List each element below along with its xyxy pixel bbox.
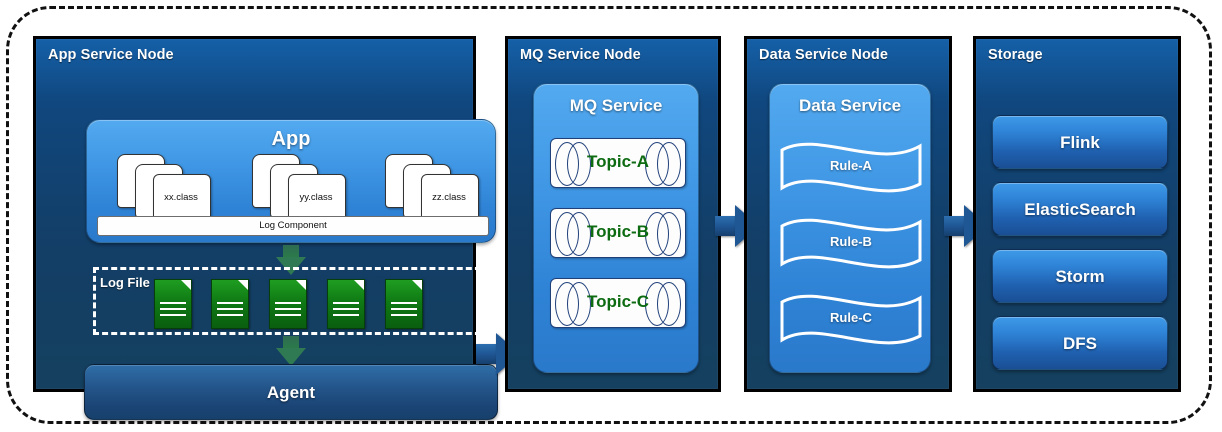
log-file-icon[interactable]: [154, 279, 192, 329]
wave-shape-icon: [780, 142, 922, 193]
app-box-title: App: [271, 128, 311, 150]
rule-wave-c[interactable]: Rule-C: [778, 288, 924, 350]
data-box-title: Data Service: [798, 96, 902, 115]
data-service-node-title: Data Service Node: [759, 47, 889, 63]
class-stack-xx: xx.class: [117, 154, 227, 232]
storage-item-flink[interactable]: Flink: [992, 115, 1168, 169]
storage-item-storm[interactable]: Storm: [992, 249, 1168, 303]
app-service-node-title: App Service Node: [48, 47, 174, 63]
rule-wave-b[interactable]: Rule-B: [778, 212, 924, 274]
app-service-node[interactable]: App Service Node App xx.class yy.class z…: [33, 36, 498, 420]
topic-cylinder-b[interactable]: Topic-B: [550, 208, 686, 258]
class-stack-yy: yy.class: [252, 154, 362, 232]
app-service-box[interactable]: App xx.class yy.class zz.class Log Compo…: [86, 119, 496, 243]
logfile-label: Log File: [100, 275, 150, 290]
mq-service-box[interactable]: MQ Service Topic-A Topic-B Topic-C: [533, 83, 699, 373]
log-file-icon[interactable]: [211, 279, 249, 329]
class-label-yy: yy.class: [299, 192, 333, 203]
rule-label-c: Rule-C: [830, 310, 872, 325]
topic-cylinder-c[interactable]: Topic-C: [550, 278, 686, 328]
wave-shape-icon: [780, 294, 922, 345]
topic-label-a: Topic-A: [586, 152, 649, 171]
rule-wave-a[interactable]: Rule-A: [778, 136, 924, 198]
mq-service-node-title: MQ Service Node: [520, 47, 641, 63]
storage-node-title: Storage: [988, 47, 1043, 63]
outer-dashed-boundary: [6, 6, 1212, 424]
topic-label-c: Topic-C: [586, 292, 649, 311]
log-file-icon[interactable]: [269, 279, 307, 329]
log-component-bar[interactable]: Log Component: [97, 216, 489, 236]
rule-label-a: Rule-A: [830, 158, 872, 173]
agent-box[interactable]: Agent: [84, 364, 498, 420]
storage-item-elasticsearch[interactable]: ElasticSearch: [992, 182, 1168, 236]
storage-item-dfs[interactable]: DFS: [992, 316, 1168, 370]
storage-node[interactable]: Storage Flink ElasticSearch Storm DFS: [973, 36, 1181, 392]
logfile-region: [93, 267, 490, 335]
wave-shape-icon: [780, 218, 922, 269]
mq-box-title: MQ Service: [569, 96, 663, 115]
mq-service-node[interactable]: MQ Service Node MQ Service Topic-A Topic…: [505, 36, 721, 392]
class-stack-zz: zz.class: [385, 154, 495, 232]
class-label-zz: zz.class: [432, 192, 466, 203]
rule-label-b: Rule-B: [830, 234, 872, 249]
arrow-logfile-to-agent-icon: [276, 336, 306, 366]
log-file-icon[interactable]: [327, 279, 365, 329]
topic-label-b: Topic-B: [586, 222, 649, 241]
data-service-node[interactable]: Data Service Node Data Service Rule-A Ru…: [744, 36, 952, 392]
data-service-box[interactable]: Data Service Rule-A Rule-B Rule-C: [769, 83, 931, 373]
arrow-app-to-logfile-icon: [276, 245, 306, 275]
topic-cylinder-a[interactable]: Topic-A: [550, 138, 686, 188]
class-label-xx: xx.class: [164, 192, 198, 203]
log-file-icon[interactable]: [385, 279, 423, 329]
